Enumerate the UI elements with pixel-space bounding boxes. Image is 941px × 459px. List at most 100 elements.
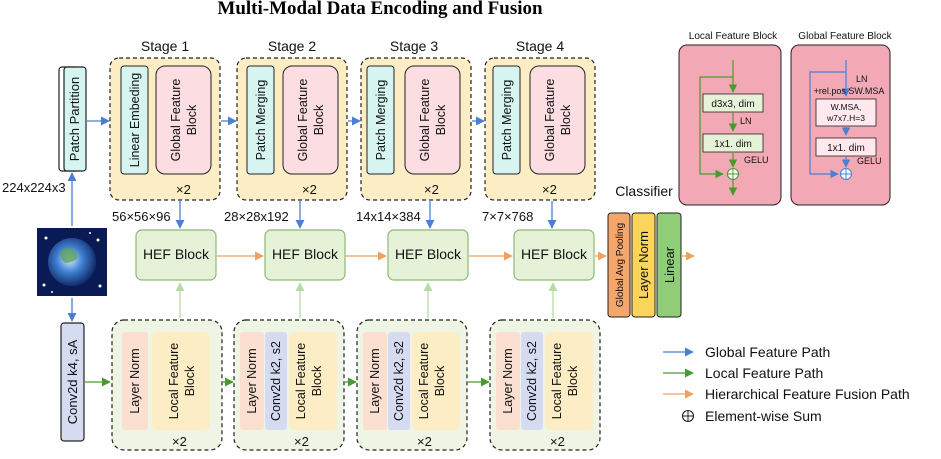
local-detail-gelu: GELU <box>744 155 769 165</box>
stage-4-layer-norm-box <box>496 332 520 430</box>
stage-1-top-left-label: Linear Embeding <box>128 73 142 168</box>
stage-3-conv-label: Conv2d k2, s2 <box>392 341 406 421</box>
stage-2-title: Stage 2 <box>268 38 316 54</box>
hef-block-1 <box>135 229 217 281</box>
legend-sum-icon <box>681 409 695 423</box>
earth-image <box>37 228 107 296</box>
global-detail-box1-line1: W.MSA, <box>831 102 862 112</box>
hef-block-4-label: HEF Block <box>521 246 588 262</box>
stage-4-global-box <box>529 65 586 175</box>
stage-3-dims: 14x14×384 <box>356 209 421 224</box>
global-avg-pooling-box <box>607 212 631 318</box>
stage-3-global-box <box>404 65 461 175</box>
stage-2-global-box <box>282 65 339 175</box>
global-detail-sum-icon <box>839 167 853 181</box>
local-detail-box2-label: 1x1. dim <box>714 139 752 150</box>
classifier-title: Classifier <box>615 183 673 199</box>
stage-2-dims: 28×28x192 <box>224 209 289 224</box>
linear-label: Linear <box>662 246 677 283</box>
global-detail-ln: LN <box>856 74 868 84</box>
stage-3-layer-norm-label: Layer Norm <box>368 348 382 413</box>
stage-2-top-repeat: ×2 <box>302 182 317 197</box>
global-detail-relpos: +rel.pos SW.MSA <box>814 86 885 96</box>
local-detail-ln: LN <box>740 116 752 126</box>
global-detail-box2-label: 1x1. dim <box>827 143 865 154</box>
stage-2-global-label-2: Block <box>312 104 326 135</box>
stage-3-bottom-repeat: ×2 <box>417 434 432 449</box>
patch-partition-box <box>63 66 87 172</box>
stage-3-conv-box <box>388 332 410 430</box>
stage-4-top-left-box <box>492 65 521 175</box>
stage-2-local-label-2: Block <box>310 365 324 396</box>
stage-1-top-repeat: ×2 <box>176 182 191 197</box>
stage-1-local-label-1: Local Feature <box>167 343 181 419</box>
stage-3-local-feature-box <box>412 332 460 430</box>
global-detail-title: Global Feature Block <box>798 31 892 42</box>
hef-block-2-label: HEF Block <box>272 246 339 262</box>
stage-2-local-feature-box <box>289 332 337 430</box>
stage-2-bottom-repeat: ×2 <box>294 434 309 449</box>
global-detail-box1 <box>815 98 877 127</box>
stage-4-top-repeat: ×2 <box>542 182 557 197</box>
stage-2-conv-label: Conv2d k2, s2 <box>269 341 283 421</box>
stage-3-layer-norm-box <box>363 332 387 430</box>
stage-3-title: Stage 3 <box>390 38 438 54</box>
stage-1-layer-norm-box <box>122 332 148 430</box>
stage-1-global-label-2: Block <box>185 104 199 135</box>
hef-block-3 <box>387 229 469 281</box>
local-detail-panel <box>678 44 782 206</box>
patch-partition-label: Patch Partition <box>67 77 82 162</box>
stage-2-layer-norm-box <box>240 332 264 430</box>
stage-2-layer-norm-label: Layer Norm <box>245 348 259 413</box>
classifier-layer-norm-label: Layer Norm <box>636 231 651 299</box>
hef-block-4 <box>513 229 595 281</box>
conv2d-input-box <box>60 322 85 442</box>
stage-3-global-label-1: Global Feature <box>418 79 432 162</box>
stage-4-dims: 7×7×768 <box>482 209 533 224</box>
stage-4-conv-label: Conv2d k2, s2 <box>525 341 539 421</box>
global-detail-box2 <box>815 137 877 157</box>
conv2d-input-label: Conv2d k4, sA <box>65 339 80 424</box>
stage-4-local-label-2: Block <box>566 365 580 396</box>
hef-block-3-label: HEF Block <box>395 246 462 262</box>
legend-global-label: Global Feature Path <box>705 344 830 360</box>
input-size-label: 224x224x3 <box>2 180 66 195</box>
stage-2-global-label-1: Global Feature <box>296 79 310 162</box>
local-detail-box2 <box>702 133 764 153</box>
stage-1-dims: 56×56×96 <box>112 209 171 224</box>
stage-4-global-label-1: Global Feature <box>543 79 557 162</box>
global-detail-box1-line2: w7x7.H=3 <box>826 113 865 123</box>
stage-2-top-left-label: Patch Merging <box>254 80 268 161</box>
diagram-title: Multi-Modal Data Encoding and Fusion <box>217 0 543 19</box>
stage-4-local-label-1: Local Feature <box>550 343 564 419</box>
linear-box <box>656 212 682 318</box>
stage-3-local-label-1: Local Feature <box>417 343 431 419</box>
stage-1-layer-norm-label: Layer Norm <box>128 348 142 413</box>
stage-1-local-feature-box <box>152 332 210 430</box>
stage-1-bottom-repeat: ×2 <box>172 434 187 449</box>
stage-2-conv-box <box>265 332 287 430</box>
stage-4-conv-box <box>521 332 543 430</box>
local-detail-sum-icon <box>726 167 740 181</box>
stage-4-bottom-repeat: ×2 <box>550 434 565 449</box>
stage-4-local-feature-box <box>545 332 593 430</box>
legend-fusion-label: Hierarchical Feature Fusion Path <box>705 386 910 402</box>
stage-1-global-box <box>155 65 212 175</box>
stage-1-top-left-box <box>120 65 149 175</box>
stage-4-top-left-label: Patch Merging <box>500 80 514 161</box>
stage-3-global-label-2: Block <box>434 104 448 135</box>
stage-3-top-left-label: Patch Merging <box>374 80 388 161</box>
stage-4-title: Stage 4 <box>516 38 564 54</box>
local-detail-title: Local Feature Block <box>689 31 778 42</box>
global-detail-gelu: GELU <box>857 156 882 166</box>
local-detail-box1 <box>702 93 764 113</box>
classifier-layer-norm-box <box>631 212 656 318</box>
stage-1-title: Stage 1 <box>141 38 189 54</box>
hef-block-1-label: HEF Block <box>143 246 210 262</box>
stage-1-local-label-2: Block <box>183 365 197 396</box>
stage-1-global-label-1: Global Feature <box>169 79 183 162</box>
hef-block-2 <box>264 229 346 281</box>
stage-3-local-label-2: Block <box>433 365 447 396</box>
legend: Global Feature Path Local Feature Path H… <box>663 344 910 424</box>
